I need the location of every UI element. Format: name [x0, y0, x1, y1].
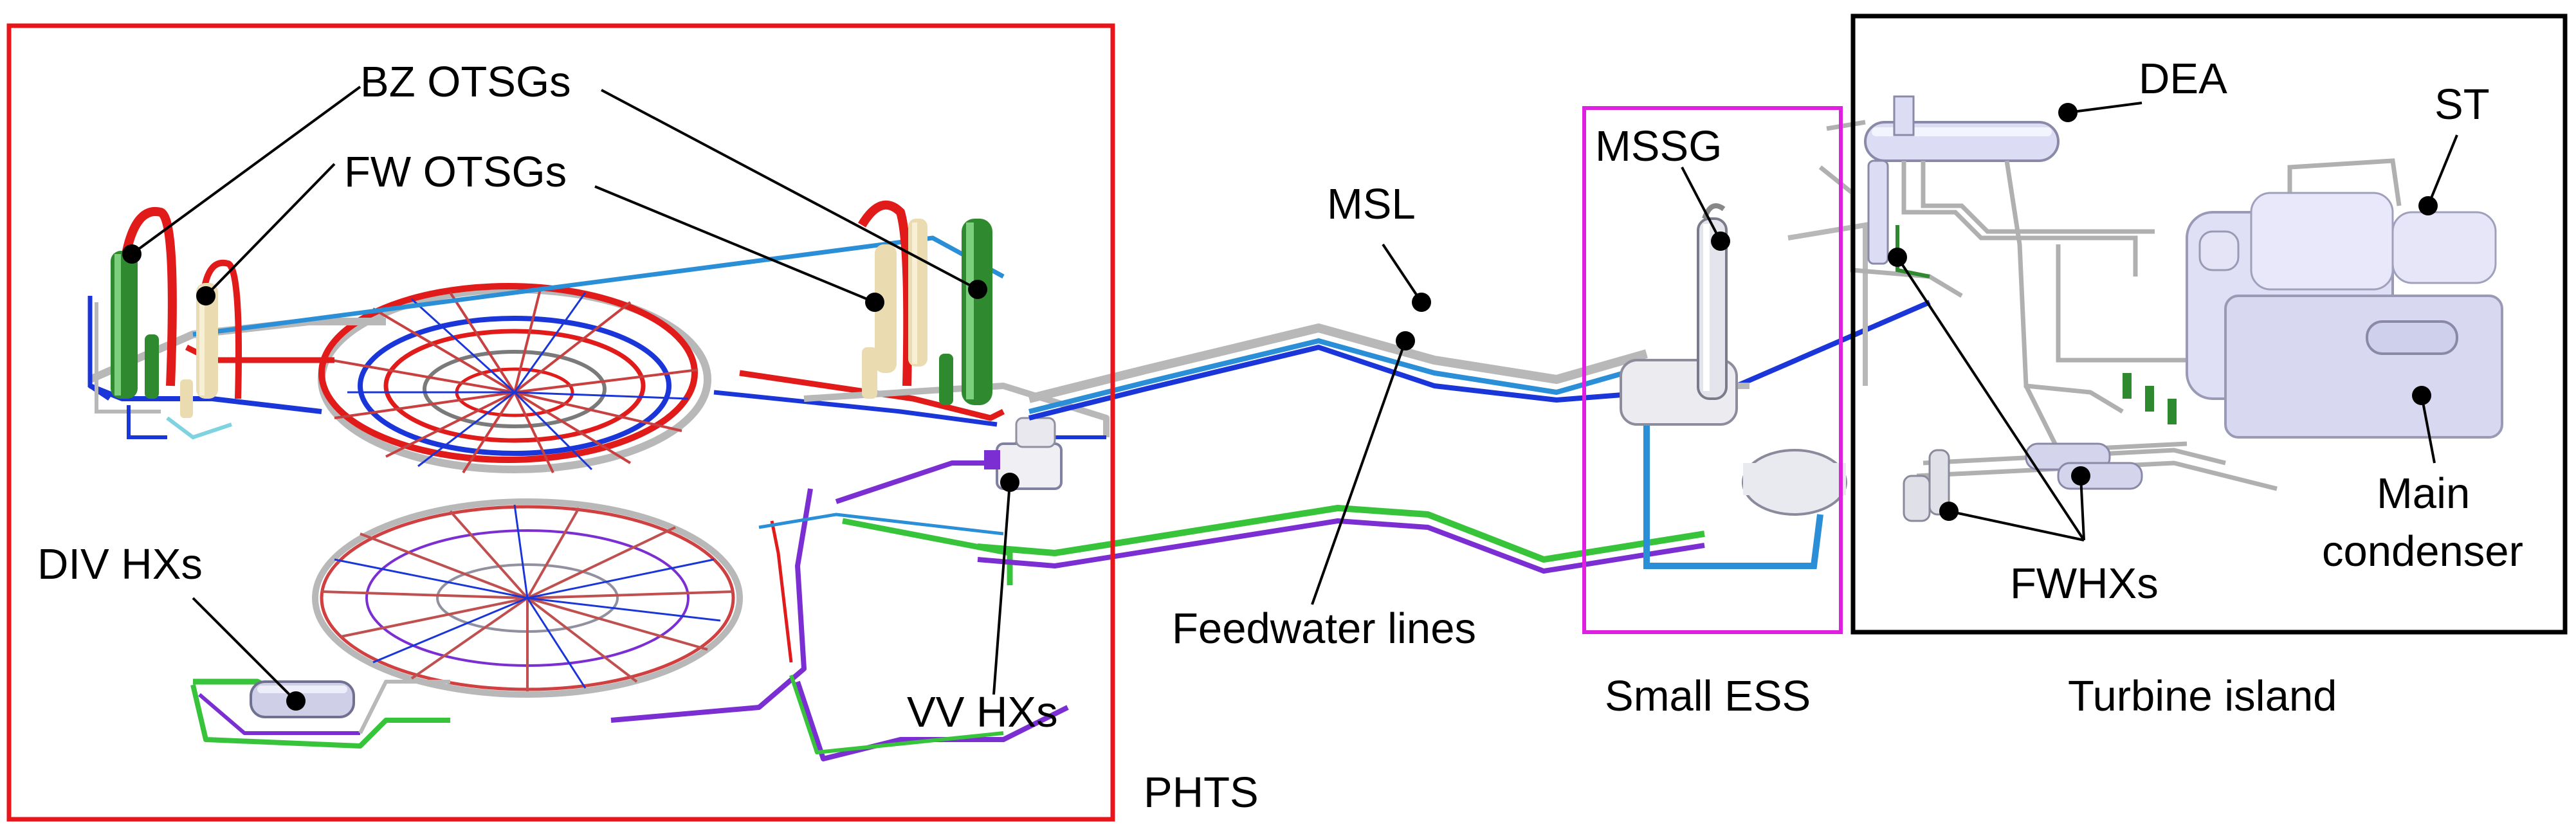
label-fw-otsgs: FW OTSGs [344, 148, 567, 196]
label-bz-otsgs: BZ OTSGs [360, 58, 571, 106]
label-st: ST [2434, 80, 2490, 129]
phts-loop-piping [88, 235, 1110, 749]
fw-otsg-right [862, 219, 927, 399]
label-feedwater-lines: Feedwater lines [1172, 604, 1476, 653]
marker-dots [122, 103, 2438, 711]
lower-ring-divertor [312, 498, 743, 698]
turbine-island-equipment [1818, 95, 2503, 522]
label-small-ess: Small ESS [1605, 672, 1811, 720]
vv-hx-unit [984, 417, 1063, 490]
phts-boundary-box [6, 23, 1115, 822]
left-manifold-piping [87, 296, 232, 440]
bz-otsg-left [111, 206, 177, 399]
leader-lines [131, 86, 2458, 702]
label-vv-hxs: VV HXs [907, 688, 1058, 736]
label-main-condenser-line1: Main [2377, 469, 2470, 518]
label-msl: MSL [1327, 180, 1416, 228]
fw-otsg-left [180, 259, 242, 418]
upper-ring-manifold [318, 283, 711, 474]
label-div-hxs: DIV HXs [37, 540, 203, 588]
label-dea: DEA [2139, 55, 2227, 103]
label-fwhxs: FWHXs [2010, 559, 2159, 608]
small-ess-equipment [1620, 203, 1868, 569]
label-mssg: MSSG [1595, 122, 1722, 170]
phts-region [87, 200, 1110, 749]
turbine-island-boundary-box [1850, 14, 2568, 635]
label-phts: PHTS [1144, 768, 1259, 817]
label-main-condenser-line2: condenser [2322, 527, 2523, 576]
label-turbine-island: Turbine island [2068, 672, 2337, 720]
small-ess-boundary-box [1582, 106, 1843, 634]
bz-otsg-right [857, 200, 992, 405]
